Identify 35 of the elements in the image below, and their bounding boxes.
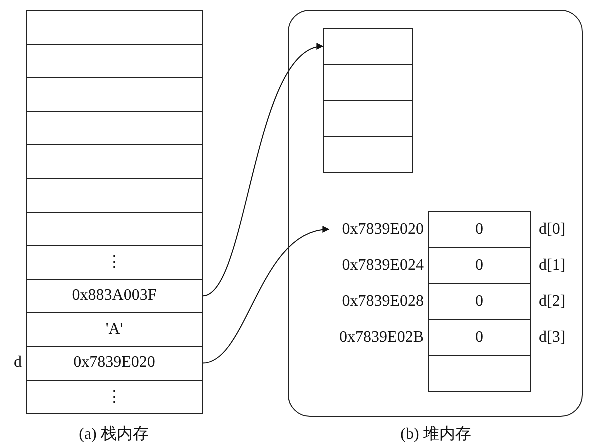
caption: (a) 栈内存 bbox=[79, 424, 149, 445]
empty-memory-cell bbox=[26, 77, 203, 112]
element-label: d[1] bbox=[539, 256, 567, 276]
memory-cell: 0 bbox=[428, 283, 531, 320]
memory-cell: 0 bbox=[428, 247, 531, 284]
variable-label: d bbox=[13, 353, 22, 374]
empty-memory-cell bbox=[323, 64, 413, 101]
empty-memory-cell bbox=[26, 144, 203, 179]
address-label: 0x7839E024 bbox=[341, 256, 424, 276]
memory-cell: 'A' bbox=[26, 312, 203, 347]
memory-cell: 0x883A003F bbox=[26, 278, 203, 314]
empty-memory-cell bbox=[323, 136, 413, 173]
arrow bbox=[202, 44, 324, 297]
memory-cell: 0x7839E020 bbox=[26, 346, 203, 381]
memory-region bbox=[288, 10, 583, 417]
empty-memory-cell bbox=[323, 100, 413, 137]
address-label: 0x7839E020 bbox=[341, 220, 424, 240]
address-label: 0x7839E028 bbox=[341, 292, 424, 312]
empty-memory-cell bbox=[26, 10, 203, 45]
empty-memory-cell bbox=[26, 44, 203, 78]
element-label: d[0] bbox=[539, 220, 567, 240]
caption: (b) 堆内存 bbox=[400, 424, 472, 445]
empty-memory-cell bbox=[26, 178, 203, 213]
empty-memory-cell bbox=[26, 110, 203, 146]
memory-cell: ⋮ bbox=[26, 380, 203, 414]
address-label: 0x7839E02B bbox=[338, 328, 424, 348]
empty-memory-cell bbox=[428, 355, 531, 392]
element-label: d[3] bbox=[539, 328, 567, 348]
memory-cell: 0 bbox=[428, 211, 531, 248]
memory-cell: 0 bbox=[428, 319, 531, 356]
memory-cell: ⋮ bbox=[26, 245, 203, 280]
element-label: d[2] bbox=[539, 292, 567, 312]
empty-memory-cell bbox=[26, 212, 203, 246]
empty-memory-cell bbox=[323, 28, 413, 65]
arrow bbox=[202, 227, 330, 364]
